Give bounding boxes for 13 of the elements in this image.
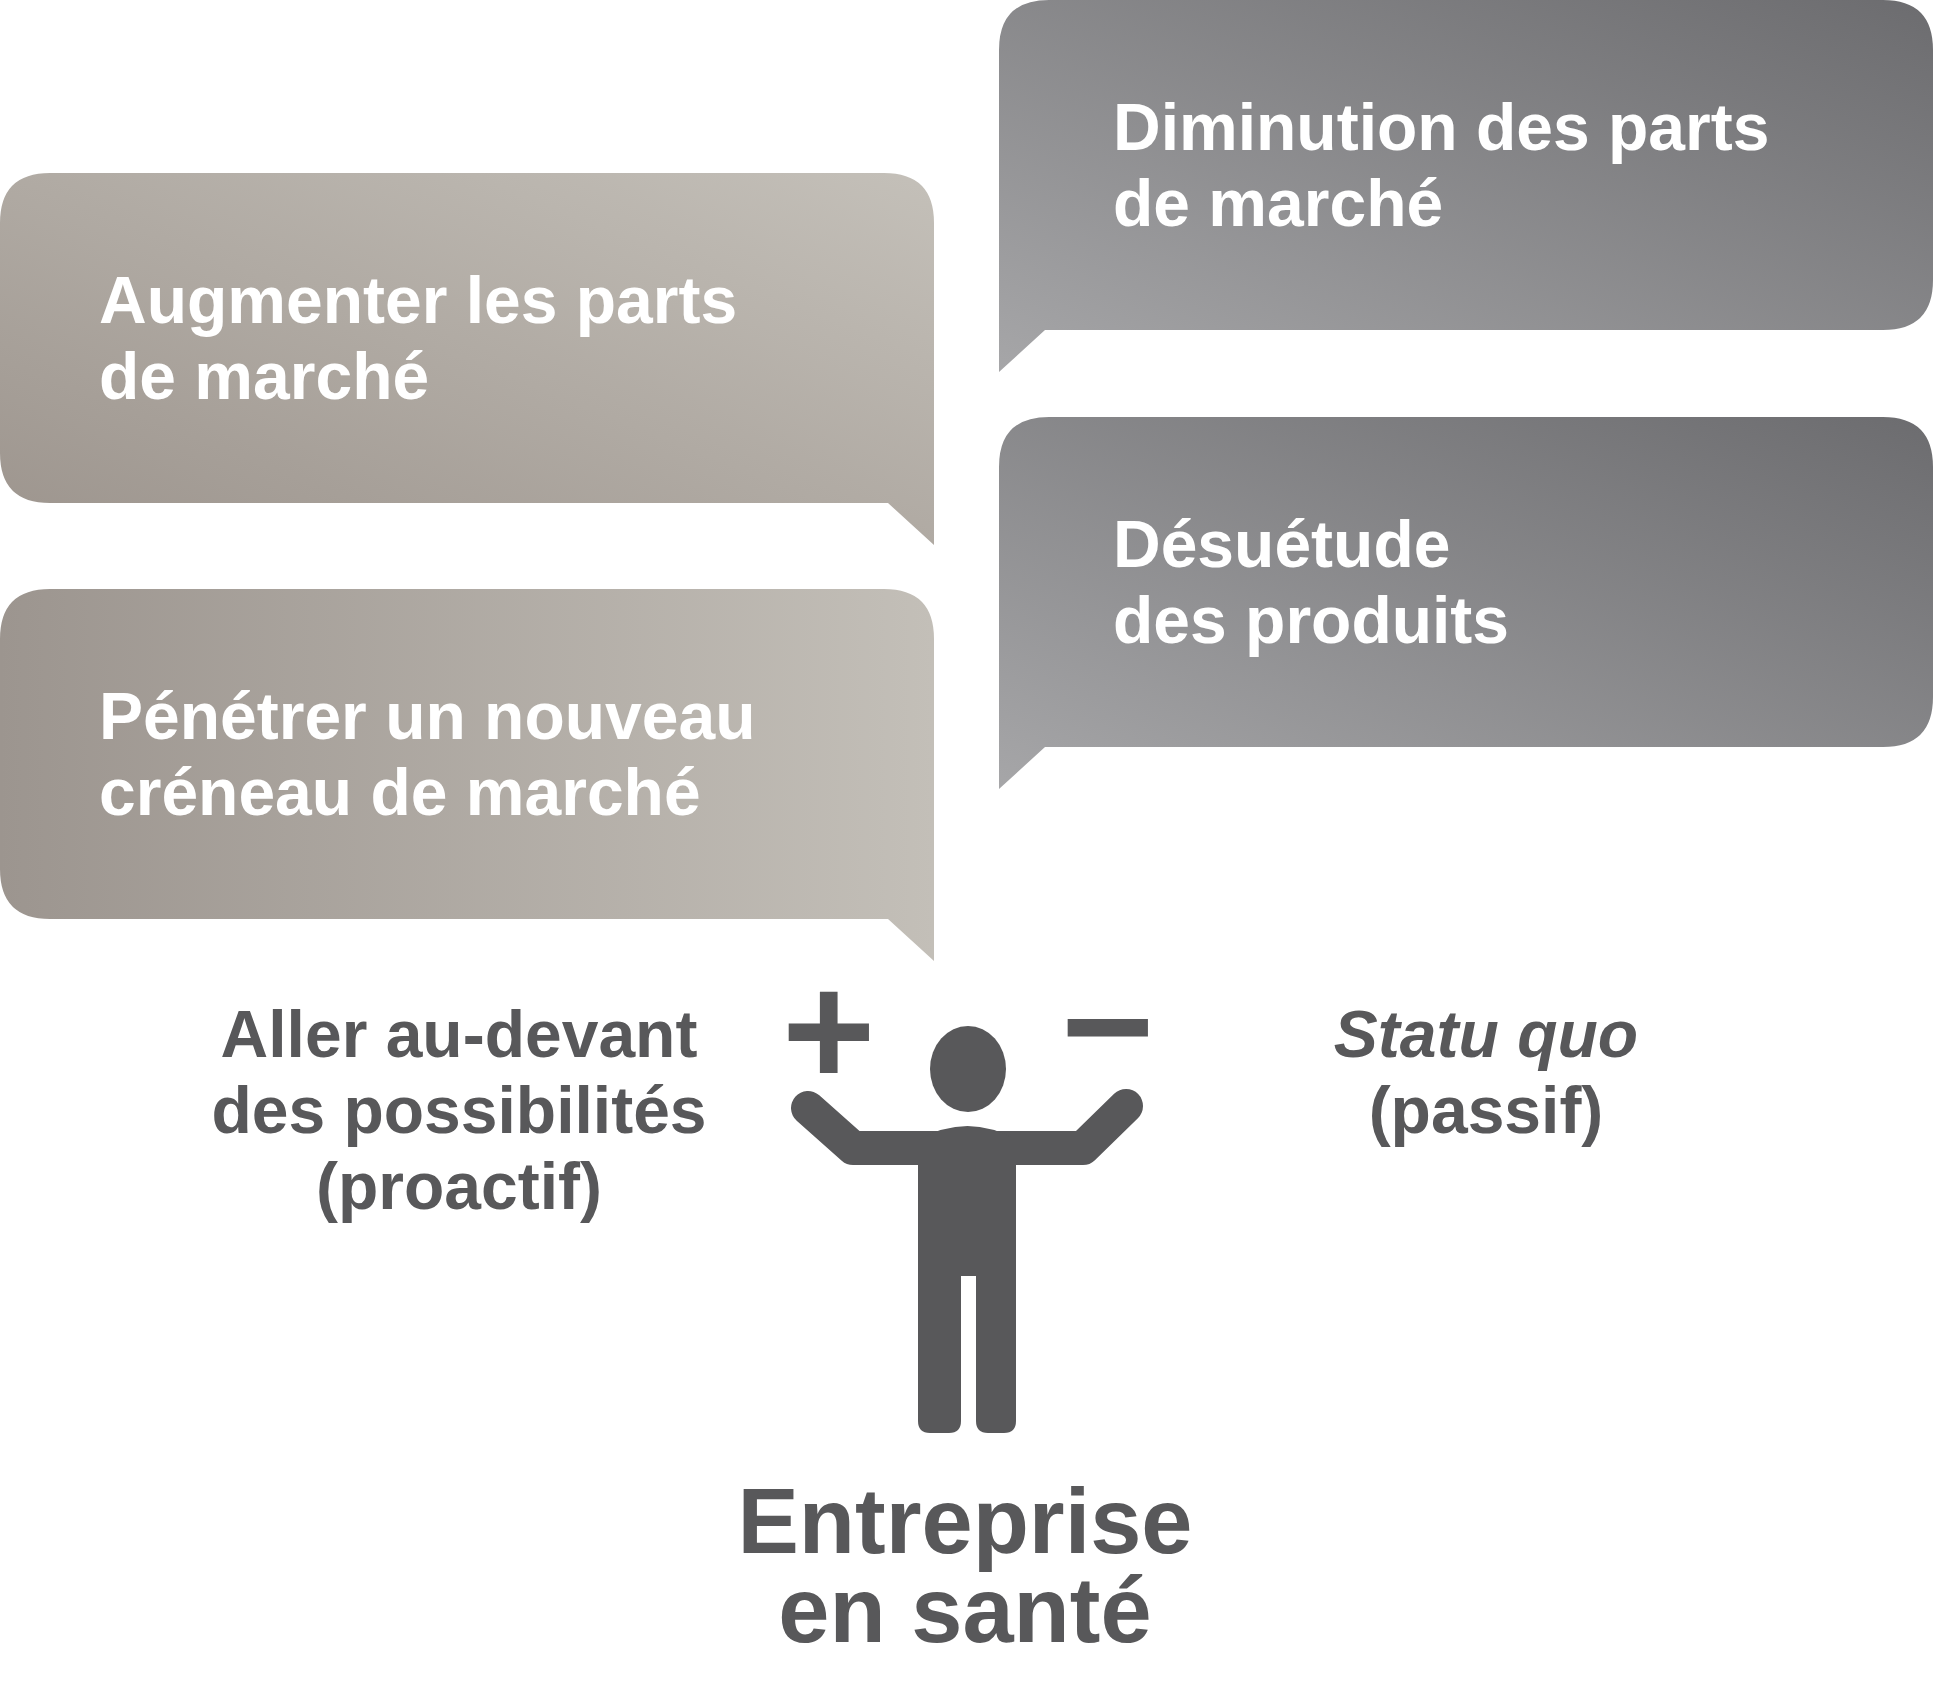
speech-bubble	[999, 417, 1933, 789]
bubble-text: Pénétrer un nouveau créneau de marché	[99, 678, 757, 830]
speech-bubble	[0, 589, 934, 961]
figure-label: Entreprise en santé	[736, 1477, 1194, 1655]
minus-sign: −	[1061, 1010, 1155, 1042]
stance-label: Statu quo (passif)	[1332, 996, 1640, 1148]
bubble-text: Diminution des parts de marché	[1113, 89, 1771, 241]
stance-label: Aller au-devant des possibilités (proactif)	[210, 996, 708, 1224]
speech-bubble	[999, 0, 1933, 372]
plus-sign: +	[782, 991, 876, 1071]
speech-bubble	[0, 173, 934, 545]
bubble-text: Désuétude des produits	[1113, 506, 1511, 658]
bubble-text: Augmenter les parts de marché	[99, 262, 739, 414]
